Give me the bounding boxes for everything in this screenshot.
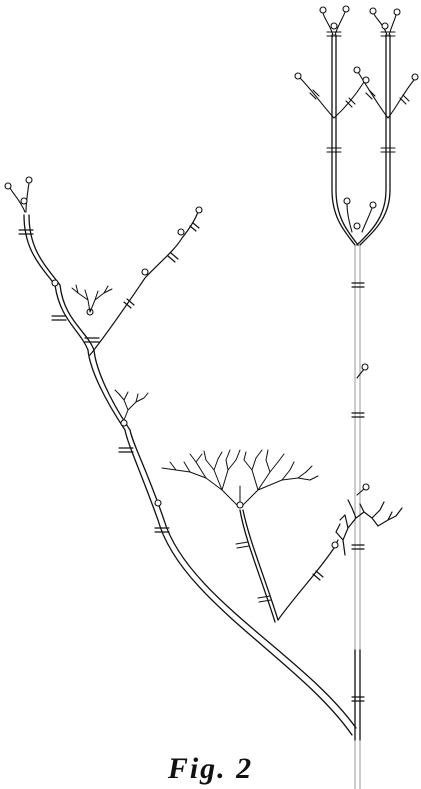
- bud-icon: [411, 73, 419, 81]
- small-umbel-upper: [71, 284, 113, 313]
- bud-icon: [393, 8, 401, 16]
- bud-icon: [330, 22, 338, 30]
- bud-icon: [343, 197, 351, 205]
- bud-icon: [4, 182, 12, 190]
- bud-icon: [236, 501, 244, 509]
- bud-icon: [120, 419, 128, 427]
- bud-icon: [353, 222, 361, 230]
- bud-icon: [294, 72, 302, 80]
- large-central-umbel: [161, 449, 319, 623]
- bud-icon: [342, 5, 350, 13]
- bud-icon: [361, 363, 369, 371]
- bud-icon: [141, 268, 149, 276]
- right-stem-node-marks: [351, 282, 365, 702]
- lower-right-side-branch: [277, 499, 403, 621]
- small-umbel-middle: [114, 389, 149, 421]
- bud-icon: [362, 76, 370, 84]
- bud-icon: [319, 6, 327, 14]
- top-right-buds: [294, 5, 419, 230]
- left-top-fork: [9, 182, 30, 213]
- bud-icon: [331, 541, 339, 549]
- bud-icon: [177, 228, 185, 236]
- bud-icon: [25, 176, 33, 184]
- bud-icon: [369, 201, 377, 209]
- bud-icon: [51, 279, 59, 287]
- bud-icon: [369, 7, 377, 15]
- bud-icon: [20, 197, 28, 205]
- right-axis-side-buds: [356, 368, 365, 496]
- top-right-inflorescence: [299, 11, 415, 246]
- upper-left-side-branch: [89, 211, 200, 356]
- bud-icon: [362, 483, 370, 491]
- figure-caption: Fig. 2: [167, 752, 254, 785]
- bud-icon: [154, 499, 162, 507]
- bud-icon: [195, 206, 203, 214]
- bud-icon: [353, 66, 361, 74]
- left-stem-node-marks: [18, 229, 170, 533]
- bud-icon: [381, 22, 389, 30]
- left-main-stem: [23, 214, 357, 736]
